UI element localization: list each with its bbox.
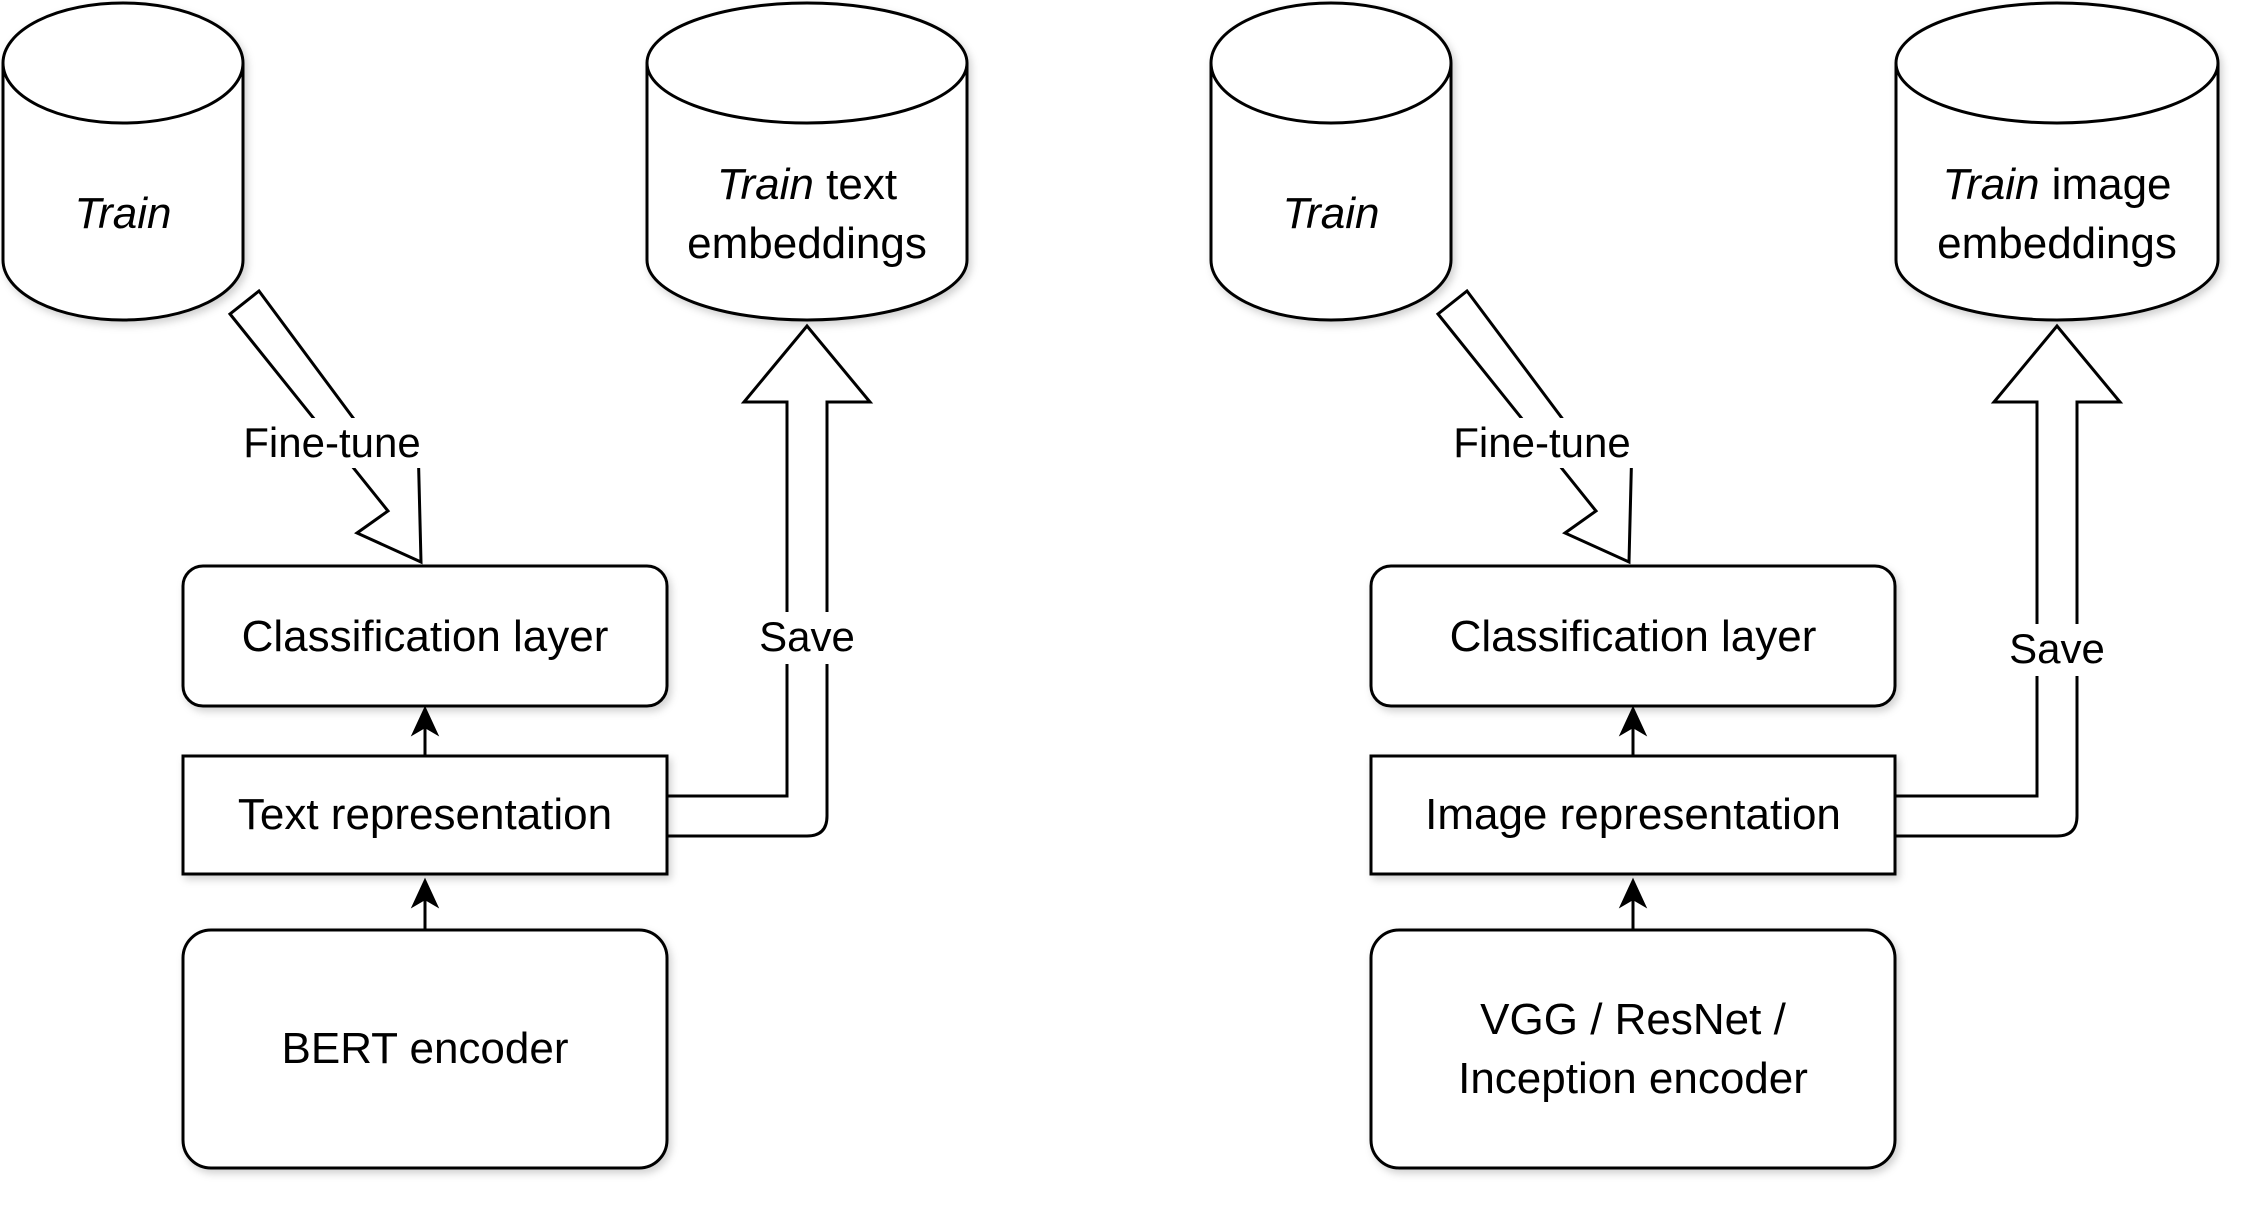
left-save-label: Save: [759, 613, 855, 660]
right-save-arrow: [1893, 323, 2124, 838]
left-finetune-label-bg: [236, 418, 428, 468]
left-diagram: Train Train text embeddings Fine-tune Sa…: [1, 1, 969, 1170]
right-representation-label: Image representation: [1425, 790, 1841, 839]
left-encoder-to-representation-arrow: [410, 877, 440, 930]
right-encoder-label-line1: VGG / ResNet /: [1480, 995, 1786, 1044]
right-save-label: Save: [2009, 625, 2105, 672]
right-finetune-label-bg: [1446, 418, 1638, 468]
left-classification-layer-box: Classification layer: [181, 564, 669, 708]
right-encoder-box: VGG / ResNet / Inception encoder: [1369, 928, 1897, 1170]
left-encoder-label: BERT encoder: [282, 1024, 569, 1073]
left-train-dataset-cylinder: Train: [1, 1, 245, 322]
left-embeddings-cylinder: Train text embeddings: [645, 1, 969, 322]
left-save-arrow: [665, 323, 874, 838]
right-classification-label: Classification layer: [1450, 612, 1817, 661]
left-finetune-label: Fine-tune: [243, 419, 420, 466]
right-train-label: Train: [1283, 189, 1380, 238]
left-encoder-box: BERT encoder: [181, 928, 669, 1170]
left-train-label: Train: [75, 189, 172, 238]
right-encoder-to-representation-arrow: [1618, 877, 1648, 930]
left-classification-label: Classification layer: [242, 612, 609, 661]
right-embeddings-cylinder: Train image embeddings: [1894, 1, 2220, 322]
left-save-label-bg: [756, 612, 858, 664]
right-train-dataset-cylinder: Train: [1209, 1, 1453, 322]
right-representation-to-classification-arrow: [1618, 705, 1648, 756]
right-representation-box: Image representation: [1369, 754, 1897, 876]
right-classification-layer-box: Classification layer: [1369, 564, 1897, 708]
right-save-label-bg: [2006, 624, 2108, 676]
left-representation-label: Text representation: [238, 790, 612, 839]
right-embeddings-subtitle: embeddings: [1937, 219, 2177, 268]
right-diagram: Train Train image embeddings Fine-tune S…: [1209, 1, 2220, 1170]
right-encoder-label-line2: Inception encoder: [1458, 1054, 1808, 1103]
left-embeddings-title: Train text: [717, 160, 897, 209]
left-embeddings-subtitle: embeddings: [687, 219, 927, 268]
left-representation-box: Text representation: [181, 754, 669, 876]
left-representation-to-classification-arrow: [410, 705, 440, 756]
right-embeddings-title: Train image: [1942, 160, 2171, 209]
right-finetune-label: Fine-tune: [1453, 419, 1630, 466]
